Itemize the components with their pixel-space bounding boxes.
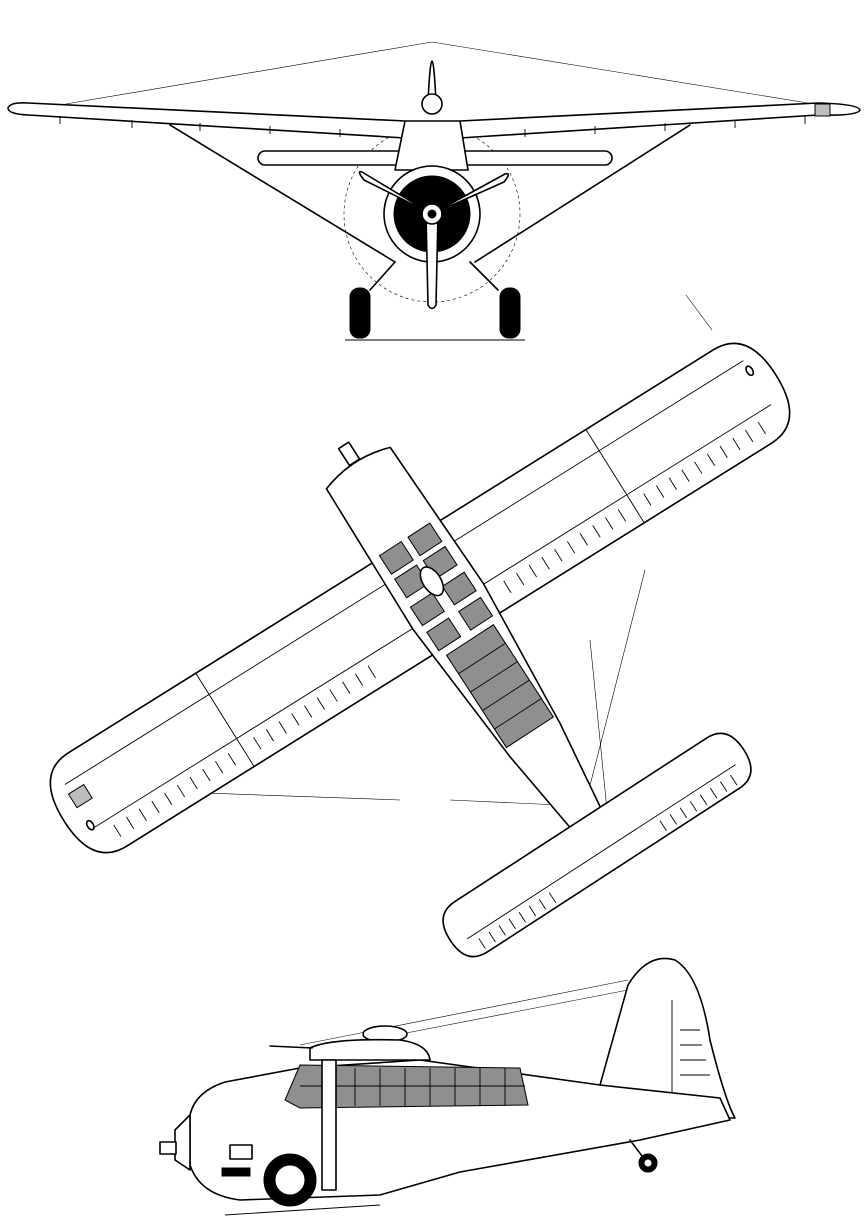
top-view (49, 294, 791, 958)
side-fin (599, 957, 736, 1119)
rotor-hub-plan (419, 566, 445, 597)
stabilizer-plan (442, 732, 752, 958)
spinner-top (421, 93, 443, 115)
right-wing (459, 102, 861, 139)
wing-rib-marks (113, 421, 766, 837)
front-view (7, 41, 861, 341)
left-main-wheel (349, 287, 371, 339)
propeller-blade-up-left (358, 170, 433, 215)
engine-exhaust-plan (337, 441, 361, 467)
mast (321, 1059, 337, 1191)
fuselage-front (394, 120, 469, 171)
side-nose (174, 1114, 191, 1171)
canopy-rear-glazing (445, 624, 555, 749)
rotor-pylon (309, 1038, 431, 1061)
side-view (159, 957, 736, 1216)
side-cabin-glazing (284, 1064, 529, 1109)
propeller-blade-down (425, 213, 439, 310)
left-wing (7, 102, 406, 139)
propeller-blade-up-right (431, 172, 510, 215)
right-main-wheel (499, 287, 521, 339)
